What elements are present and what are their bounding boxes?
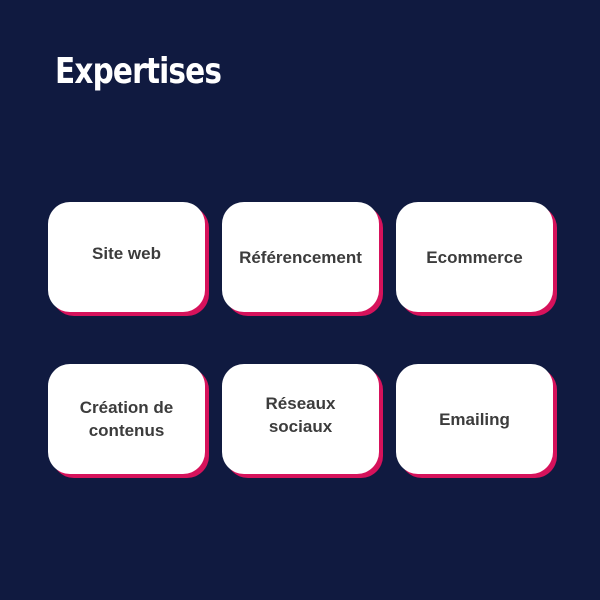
expertise-card-ecommerce: Ecommerce bbox=[396, 202, 553, 312]
expertise-card-creation-de-contenus: Création de contenus bbox=[48, 364, 205, 474]
expertise-card-emailing: Emailing bbox=[396, 364, 553, 474]
page-title: Expertises bbox=[55, 51, 222, 92]
expertise-card-reseaux-sociaux: Réseaux sociaux bbox=[222, 364, 379, 474]
expertise-card-referencement: Référencement bbox=[222, 202, 379, 312]
expertise-card-label: Ecommerce bbox=[426, 247, 523, 267]
expertise-card-label: Réseaux sociaux bbox=[265, 394, 336, 436]
expertise-card-label: Référencement bbox=[239, 247, 362, 267]
expertise-card-label: Emailing bbox=[439, 409, 510, 429]
expertise-card-site-web: Site web bbox=[48, 202, 205, 312]
expertise-card-label: Site web bbox=[92, 243, 161, 263]
expertise-card-label: Création de contenus bbox=[79, 398, 174, 440]
